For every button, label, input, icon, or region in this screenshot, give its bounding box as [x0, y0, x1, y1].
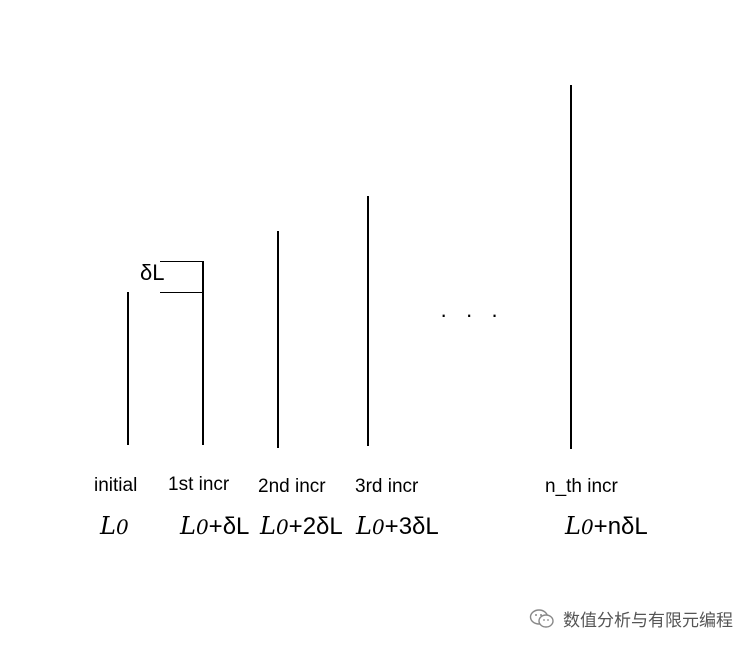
stage-label-3rd: 3rd incr [355, 476, 419, 497]
formula-2nd: L0+2δL [260, 512, 343, 541]
delta-tick-top [160, 261, 204, 262]
formula-symbol: L [260, 512, 276, 540]
formula-3rd: L0+3δL [356, 512, 439, 541]
delta-l-label: δL [140, 260, 165, 285]
formula-nth: L0+nδL [565, 512, 648, 541]
bar-3rd-incr [367, 196, 369, 446]
formula-symbol: L [356, 512, 372, 540]
stage-label-1st: 1st incr [168, 474, 230, 495]
watermark-text: 数值分析与有限元编程 [563, 611, 733, 631]
formula-1st: L0+δL [180, 512, 249, 541]
formula-suffix: +nδL [593, 513, 648, 540]
bar-initial [127, 292, 129, 445]
formula-suffix: +3δL [384, 513, 439, 540]
formula-initial: L0 [100, 512, 129, 541]
stage-label-nth: n_th incr [545, 476, 618, 497]
formula-subscript: 0 [580, 515, 594, 539]
wechat-icon [529, 608, 554, 628]
formula-suffix: +2δL [288, 513, 343, 540]
formula-symbol: L [180, 512, 196, 540]
bar-2nd-incr [277, 231, 279, 448]
delta-tick-bottom [160, 292, 204, 293]
stage-label-initial: initial [94, 475, 138, 496]
formula-symbol: L [565, 512, 581, 540]
bar-1st-incr [202, 261, 204, 445]
stage-label-2nd: 2nd incr [258, 476, 326, 497]
formula-subscript: 0 [371, 515, 385, 539]
watermark: 数值分析与有限元编程 [529, 606, 733, 631]
bar-nth-incr [570, 85, 572, 449]
formula-subscript: 0 [275, 515, 289, 539]
formula-symbol: L [100, 512, 116, 540]
formula-subscript: 0 [195, 515, 209, 539]
formula-suffix: +δL [208, 513, 250, 540]
ellipsis: · · · [440, 302, 505, 327]
formula-subscript: 0 [115, 515, 129, 539]
